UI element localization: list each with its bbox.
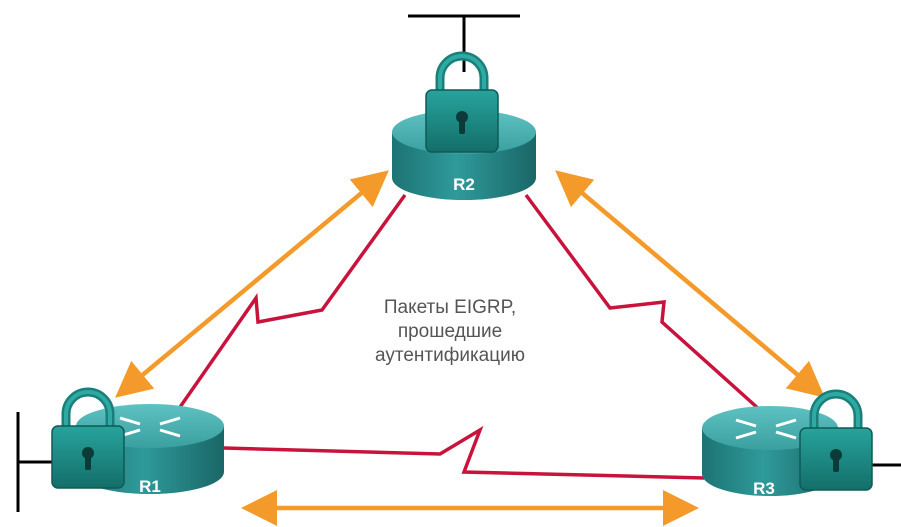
lock-icon-r1: [51, 387, 125, 489]
router-r1-label: R1: [139, 477, 161, 496]
arrow-r1-r2: [115, 170, 389, 398]
diagram-caption: Пакеты EIGRP, прошедшие аутентификацию: [330, 296, 570, 368]
lock-icon-r3: [799, 389, 873, 491]
ethernet-r2: [408, 14, 520, 72]
caption-line-3: аутентификацию: [374, 345, 525, 366]
router-r3-label: R3: [753, 479, 775, 498]
caption-line-1: Пакеты EIGRP,: [383, 297, 517, 318]
arrow-r2-r3: [555, 170, 825, 398]
router-r2-label: R2: [453, 175, 475, 194]
lock-icon-r2: [425, 51, 499, 153]
auth-arrows: [115, 170, 825, 526]
router-arrows-icon: [735, 418, 797, 440]
serial-link-r1-r3: [223, 425, 705, 480]
caption-line-2: прошедшие: [397, 321, 503, 342]
